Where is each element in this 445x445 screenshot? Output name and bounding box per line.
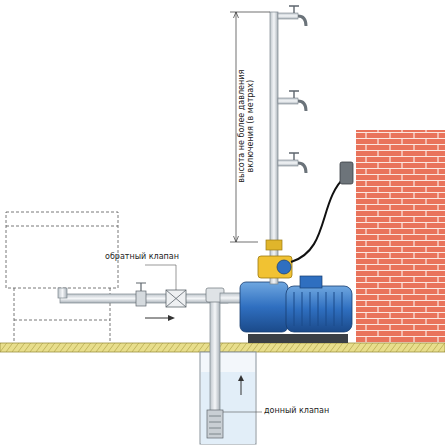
tank-outlet (58, 288, 67, 298)
gate-valve (136, 283, 146, 306)
pump-head (240, 282, 288, 332)
pump (240, 276, 352, 343)
tap (278, 153, 306, 173)
motor-fins (294, 292, 342, 326)
check-valve (166, 290, 186, 307)
leader-line (223, 412, 262, 413)
dimension-line (230, 12, 270, 242)
brick-wall (356, 130, 445, 345)
ground (0, 343, 445, 352)
tank (6, 212, 118, 343)
pressure-switch (258, 240, 292, 278)
flow-arrow-head (238, 375, 244, 381)
flow-arrow-head (168, 315, 175, 321)
part-label: донный клапан (264, 406, 354, 415)
pump-inlet (220, 293, 242, 303)
dimension-note: высота не более давления включения (в ме… (237, 51, 255, 201)
wall-socket (340, 162, 353, 184)
part-label: обратный клапан (105, 252, 195, 261)
tap (278, 6, 306, 26)
tank-body (6, 212, 118, 288)
well (200, 352, 256, 444)
foot-valve (207, 410, 223, 438)
leader-line (145, 265, 176, 290)
pump-motor (286, 286, 352, 332)
flow-arrow (145, 318, 170, 319)
terminal-box (300, 276, 322, 288)
tap (278, 91, 306, 111)
power-cable (291, 176, 346, 262)
tank-water-level (6, 226, 118, 227)
well-water (201, 372, 255, 444)
well-pipe (210, 294, 220, 414)
pump-base (248, 334, 348, 343)
